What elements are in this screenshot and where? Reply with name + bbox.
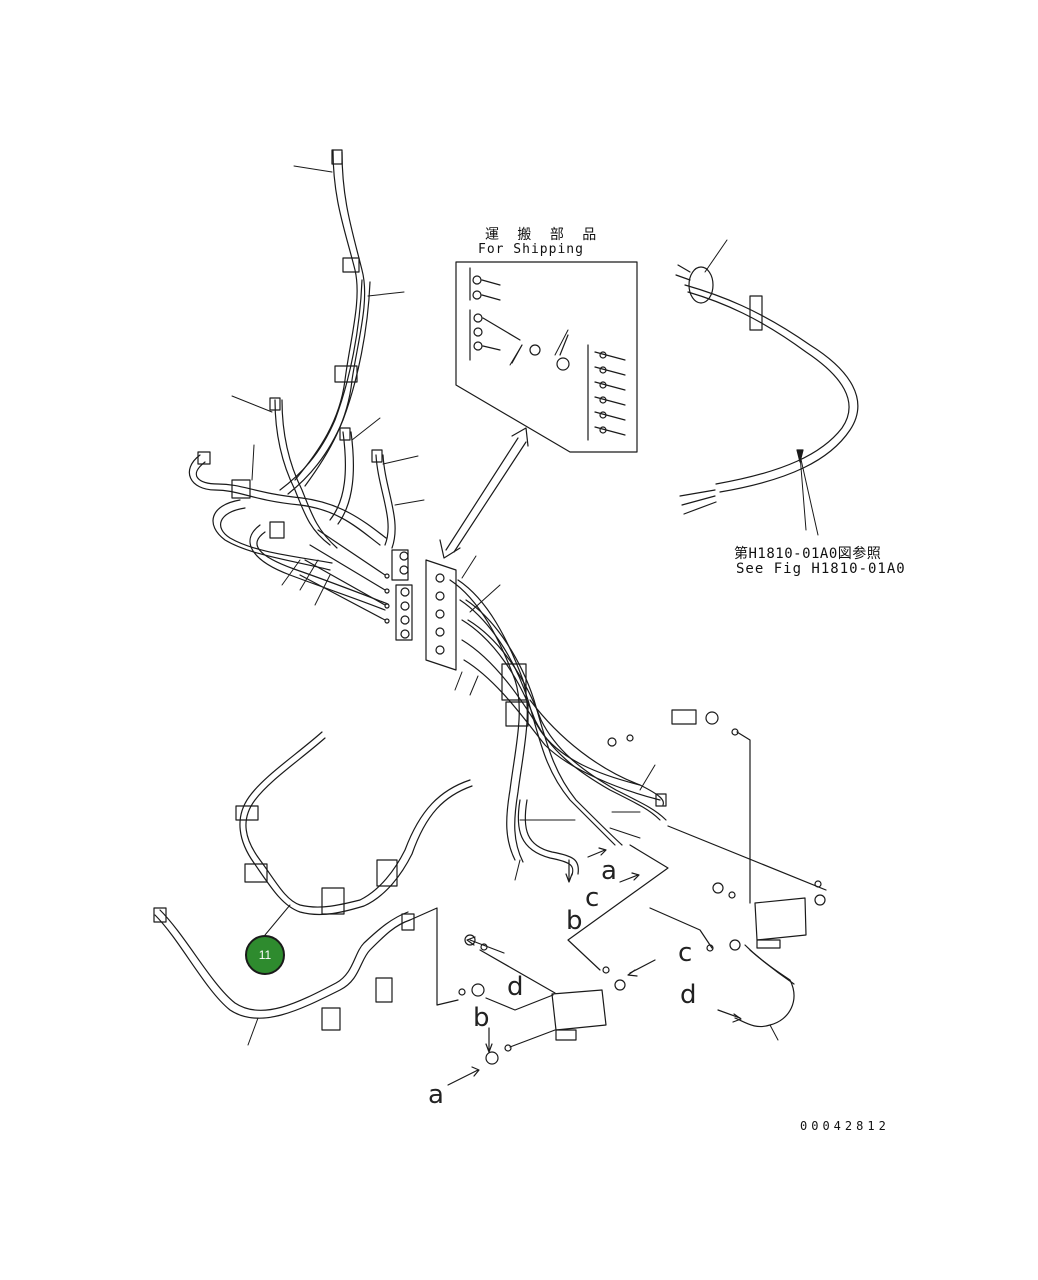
mark-c-lower: c	[678, 938, 693, 968]
valve-plates	[299, 529, 457, 671]
main-hose-bundle	[449, 579, 667, 876]
upper-hose-bundle	[188, 149, 396, 611]
reference-arrowhead	[796, 449, 804, 463]
lower-left-hoses	[153, 731, 473, 1031]
mark-c-upper: c	[585, 883, 600, 913]
part-callout-11[interactable]: 11	[245, 935, 285, 975]
shipping-parts-inset	[455, 261, 638, 453]
mark-b-upper: b	[566, 906, 583, 936]
mark-d-left: d	[507, 972, 524, 1002]
shipping-title-jp: 運 搬 部 品	[485, 227, 602, 243]
leader-lines	[231, 165, 819, 1046]
reference-note-jp: 第H1810-01A0図参照	[734, 546, 882, 562]
drawing-number: 00042812	[800, 1119, 890, 1133]
part-callout-number: 11	[258, 948, 272, 962]
mark-a-lower: a	[428, 1080, 444, 1110]
shipping-title-en: For Shipping	[478, 242, 584, 257]
mark-d-right: d	[680, 980, 697, 1010]
reference-note-en: See Fig H1810-01A0	[736, 561, 906, 577]
connection-arrows	[447, 847, 742, 1086]
mark-b-lower: b	[473, 1003, 490, 1033]
mark-a-upper: a	[601, 856, 617, 886]
valve-blocks	[458, 709, 827, 1065]
reference-hose	[675, 264, 859, 515]
shipping-arrow	[439, 427, 529, 559]
